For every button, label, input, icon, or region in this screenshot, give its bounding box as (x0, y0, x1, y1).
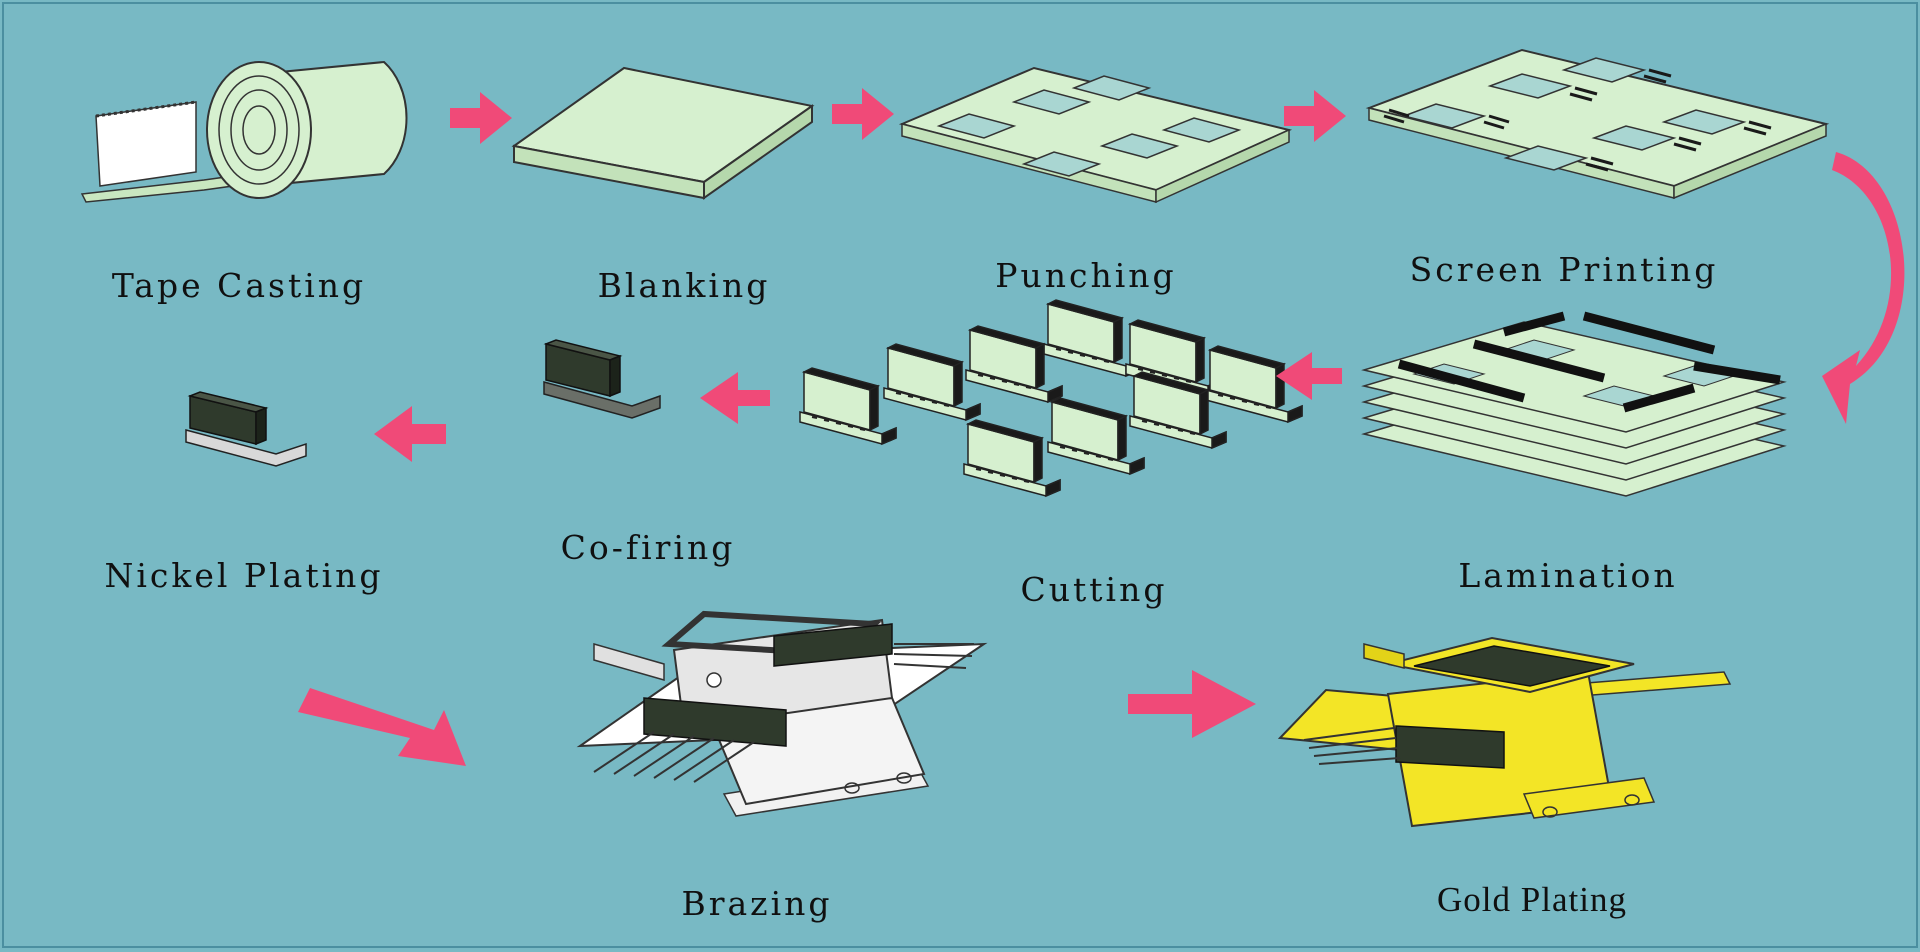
arrow-nickel-to-brazing-icon (298, 688, 466, 766)
cutting-illustration (799, 299, 1303, 498)
punching-illustration (898, 66, 1293, 204)
arrow-tape-to-blanking-icon (450, 92, 512, 144)
arrow-cofiring-to-nickel-icon (374, 406, 446, 462)
gold-plating-illustration (1277, 636, 1732, 828)
blanking-illustration (511, 66, 815, 200)
diagram-artwork (80, 48, 1905, 828)
lamination-illustration (1361, 311, 1787, 497)
label-cutting: Cutting (1020, 570, 1168, 609)
label-co-firing: Co-firing (560, 528, 736, 567)
cut-block (883, 343, 981, 422)
cut-block (799, 367, 897, 446)
cut-block (1205, 345, 1303, 424)
label-brazing: Brazing (681, 884, 833, 923)
brazing-illustration (576, 610, 988, 817)
label-nickel-plating: Nickel Plating (104, 556, 384, 595)
arrow-punching-to-printing-icon (1284, 90, 1346, 142)
label-punching: Punching (995, 256, 1177, 295)
arrow-brazing-to-gold-icon (1128, 670, 1256, 738)
cut-block (1047, 397, 1145, 476)
label-lamination: Lamination (1458, 556, 1678, 595)
flow-arrows (298, 88, 1905, 766)
arrow-cutting-to-cofiring-icon (700, 372, 770, 424)
arrow-lamination-to-cutting-icon (1276, 352, 1342, 400)
arrow-blanking-to-punching-icon (832, 88, 894, 140)
screen-printing-illustration (1365, 48, 1830, 200)
label-blanking: Blanking (597, 266, 771, 305)
cut-block (1129, 371, 1227, 450)
cut-block (965, 325, 1063, 404)
nickel-plating-illustration (185, 391, 307, 467)
label-screen-printing: Screen Printing (1409, 250, 1719, 289)
label-tape-casting: Tape Casting (111, 266, 367, 305)
cut-block (963, 419, 1061, 498)
curved-arrow-printing-to-lamination-icon (1822, 152, 1905, 424)
co-firing-illustration (543, 339, 661, 419)
label-gold-plating: Gold Plating (1437, 880, 1627, 919)
tape-casting-illustration (80, 60, 408, 203)
